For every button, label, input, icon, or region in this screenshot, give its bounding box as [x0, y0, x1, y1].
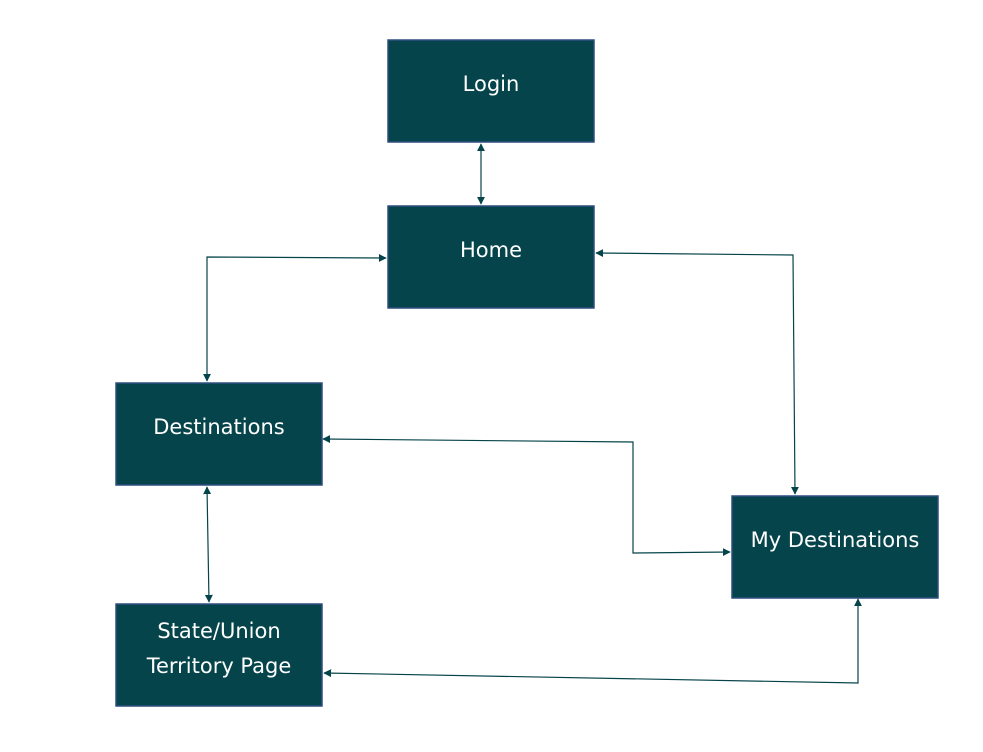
node-home: Home: [387, 205, 595, 309]
node-login-box: [387, 39, 595, 143]
node-home-box: [387, 205, 595, 309]
node-state-page-box: [115, 603, 323, 707]
node-destinations-label: Destinations: [153, 415, 284, 439]
node-home-label: Home: [460, 238, 522, 262]
node-state-page-label: State/Union: [157, 619, 280, 643]
node-login: Login: [387, 39, 595, 143]
node-my-destinations-label: My Destinations: [751, 528, 920, 552]
node-destinations: Destinations: [115, 382, 323, 486]
node-state-page: State/Union Territory Page: [115, 603, 323, 707]
node-my-destinations: My Destinations: [731, 495, 939, 599]
connector-home-destinations: [203, 253, 387, 382]
node-my-destinations-box: [731, 495, 939, 599]
node-state-page-label-line2: Territory Page: [146, 654, 292, 678]
connector-destinations-my-destinations: [322, 435, 731, 557]
connector-my-destinations-state-page: [323, 598, 862, 684]
node-destinations-box: [115, 382, 323, 486]
connector-home-my-destinations: [595, 249, 799, 495]
node-login-label: Login: [463, 72, 520, 96]
connectors: [203, 143, 862, 684]
connector-destinations-state-page: [203, 486, 213, 603]
